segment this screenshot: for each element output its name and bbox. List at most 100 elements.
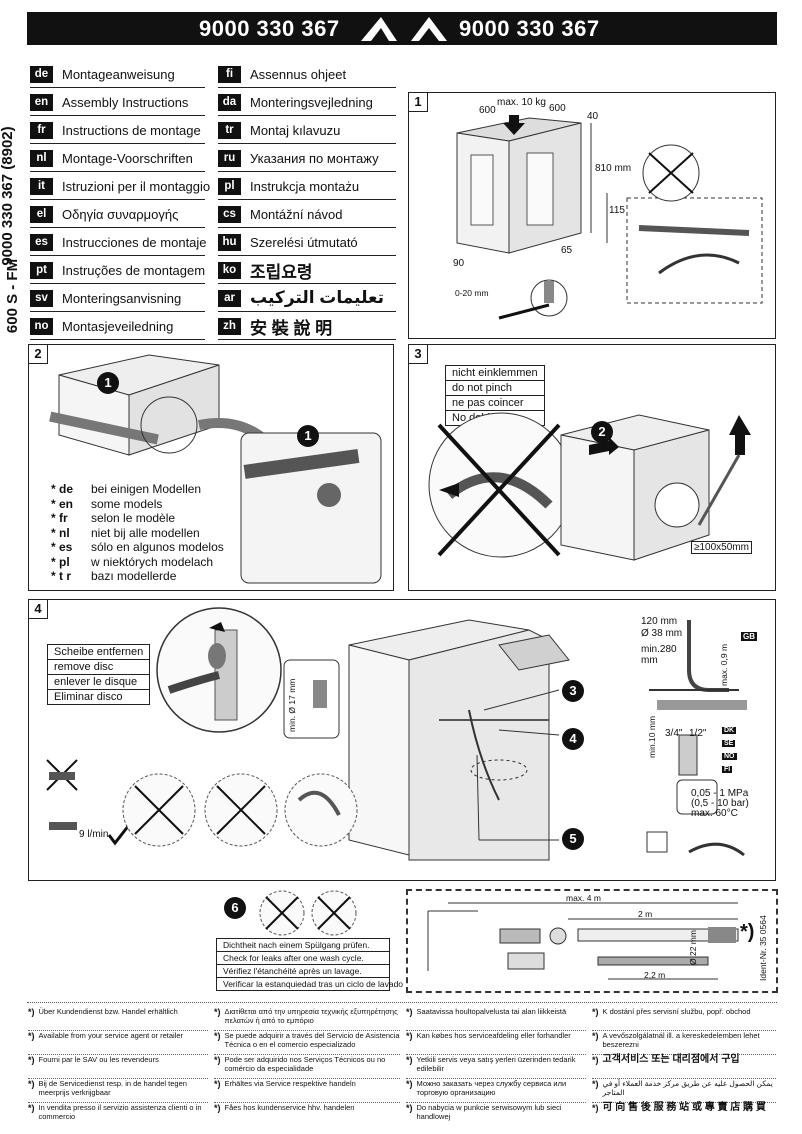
footer-note: *)Do nabycia w punkcie serwisowym lub si… [406, 1103, 586, 1121]
callout-1: 1 [97, 372, 119, 394]
model-note-code: * t r [51, 569, 72, 583]
language-divider [218, 171, 396, 172]
leak-check-drawing [259, 890, 357, 936]
asterisk-marker: *) [592, 1103, 599, 1113]
siphon-min280: min.280 [641, 644, 677, 655]
disc-es: Eliminar disco [54, 691, 123, 703]
language-item-en: en Assembly Instructions [30, 92, 188, 112]
badge-se: SE [722, 740, 736, 747]
asterisk-marker: *) [406, 1031, 413, 1041]
language-divider [30, 199, 205, 200]
model-note-code: * es [51, 540, 73, 554]
language-divider [218, 283, 396, 284]
footer-note: *)可 向 售 後 服 務 站 或 專 賣 店 購 買 [592, 1103, 776, 1113]
footer-row-divider [592, 1078, 776, 1079]
language-code: pl [218, 177, 241, 195]
footer-note-text: A vevőszolgálatnál ill. a kereskedelembe… [602, 1031, 760, 1049]
language-divider [30, 255, 205, 256]
language-divider [218, 143, 396, 144]
language-title: 조립요령 [250, 262, 313, 282]
footer-row-divider [406, 1078, 586, 1079]
language-item-ko: ko 조립요령 [218, 260, 313, 282]
hole-size: ≥100x50mm [691, 541, 752, 554]
language-title: Monteringsvejledning [250, 94, 373, 110]
leak-fr: Vérifiez l'étanchéité après un lavage. [217, 965, 389, 978]
language-divider [218, 339, 396, 340]
accessory-box: max. 4 m 2 m 2,2 m Ø 22 mm *) Ident-Nr. … [406, 889, 778, 993]
footer-note-text: يمكن الحصول عليه عن طريق مركز خدمة العمل… [602, 1079, 773, 1097]
leak-de: Dichtheit nach einem Spülgang prüfen. [217, 939, 389, 952]
language-divider [30, 283, 205, 284]
footer-note: *)Bij de Servicedienst resp. in de hande… [28, 1079, 208, 1097]
leak-check-box: Dichtheit nach einem Spülgang prüfen. Ch… [216, 938, 404, 991]
dishwasher-dimensions-drawing [456, 115, 763, 320]
model-note-row: * en some models [51, 497, 162, 511]
footer-note-text: Διατίθεται από την υπηρεσία τεχνικής εξυ… [224, 1007, 398, 1025]
max-4m: max. 4 m [566, 893, 601, 903]
asterisk-note: *) [740, 921, 755, 943]
asterisk-marker: *) [592, 1007, 599, 1017]
model-note-text: sólo en algunos modelos [91, 540, 224, 554]
model-note-text: bazı modellerde [91, 569, 177, 583]
asterisk-marker: *) [592, 1079, 599, 1089]
asterisk-marker: *) [406, 1103, 413, 1113]
language-divider [218, 227, 396, 228]
language-title: Montageanweisung [62, 66, 175, 82]
footer-note-text: Fourni par le SAV ou les revendeurs [38, 1055, 159, 1064]
footer-note-text: Se puede adquirir a través del Servicio … [224, 1031, 400, 1049]
siphon-120: 120 mm [641, 616, 678, 627]
dim-65: 65 [561, 245, 573, 256]
model-note-row: * t r bazı modellerde [51, 569, 176, 583]
footer-row-divider [406, 1102, 586, 1103]
asterisk-marker: *) [214, 1079, 221, 1089]
language-code: ar [218, 289, 241, 307]
language-code: el [30, 205, 53, 223]
footer-note: *)Saatavissa houltopalvelusta tai alan l… [406, 1007, 586, 1017]
dim-adjust: 0-20 mm [455, 288, 489, 298]
footer-note: *)Available from your service agent or r… [28, 1031, 208, 1041]
language-code: tr [218, 121, 241, 139]
language-title: Assembly Instructions [62, 94, 189, 110]
language-title: تعليمات التركيب [250, 288, 384, 307]
leak-es: Verificar la estanquiedad tras un ciclo … [223, 979, 404, 989]
model-note-text: niet bij alle modellen [91, 525, 200, 540]
language-code: ko [218, 261, 241, 279]
language-title: Instrucciones de montaje [62, 234, 207, 250]
footer-note-text: Можно заказать через службу сервиса или … [416, 1079, 567, 1097]
footer-note: *)In vendita presso il servizio assisten… [28, 1103, 208, 1121]
footer-note: *)Fåes hos kundenservice hhv. handelen [214, 1103, 400, 1113]
model-note-text: some models [91, 496, 163, 511]
footer-note: *)Kan købes hos serviceafdeling eller fo… [406, 1031, 586, 1041]
disc-de: Scheibe entfernen [48, 645, 150, 660]
ident-number: Ident-Nr. 35 0564 [758, 915, 768, 981]
warning-triangle-icon [361, 17, 397, 41]
language-code: en [30, 93, 53, 111]
language-code: it [30, 177, 53, 195]
footer-row-divider [28, 1054, 208, 1055]
hose-extension-drawing [427, 902, 739, 980]
panel-number: 4 [28, 599, 48, 619]
asterisk-marker: *) [592, 1031, 599, 1041]
asterisk-marker: *) [214, 1031, 221, 1041]
footer-note-text: Über Kundendienst bzw. Handel erhältlich [38, 1007, 178, 1016]
footer-note: *)A vevőszolgálatnál ill. a kereskedelem… [592, 1031, 776, 1049]
language-code: es [30, 233, 53, 251]
language-divider [30, 339, 205, 340]
badge-gb: GB [741, 632, 757, 641]
dim-40: 40 [587, 111, 599, 122]
tap-thread-12: 1/2" [689, 728, 707, 739]
language-divider [30, 115, 205, 116]
asterisk-marker: *) [28, 1079, 35, 1089]
model-note-code: * en [51, 496, 74, 511]
language-title: Указания по монтажу [250, 150, 379, 166]
footer-row-divider [28, 1030, 208, 1031]
